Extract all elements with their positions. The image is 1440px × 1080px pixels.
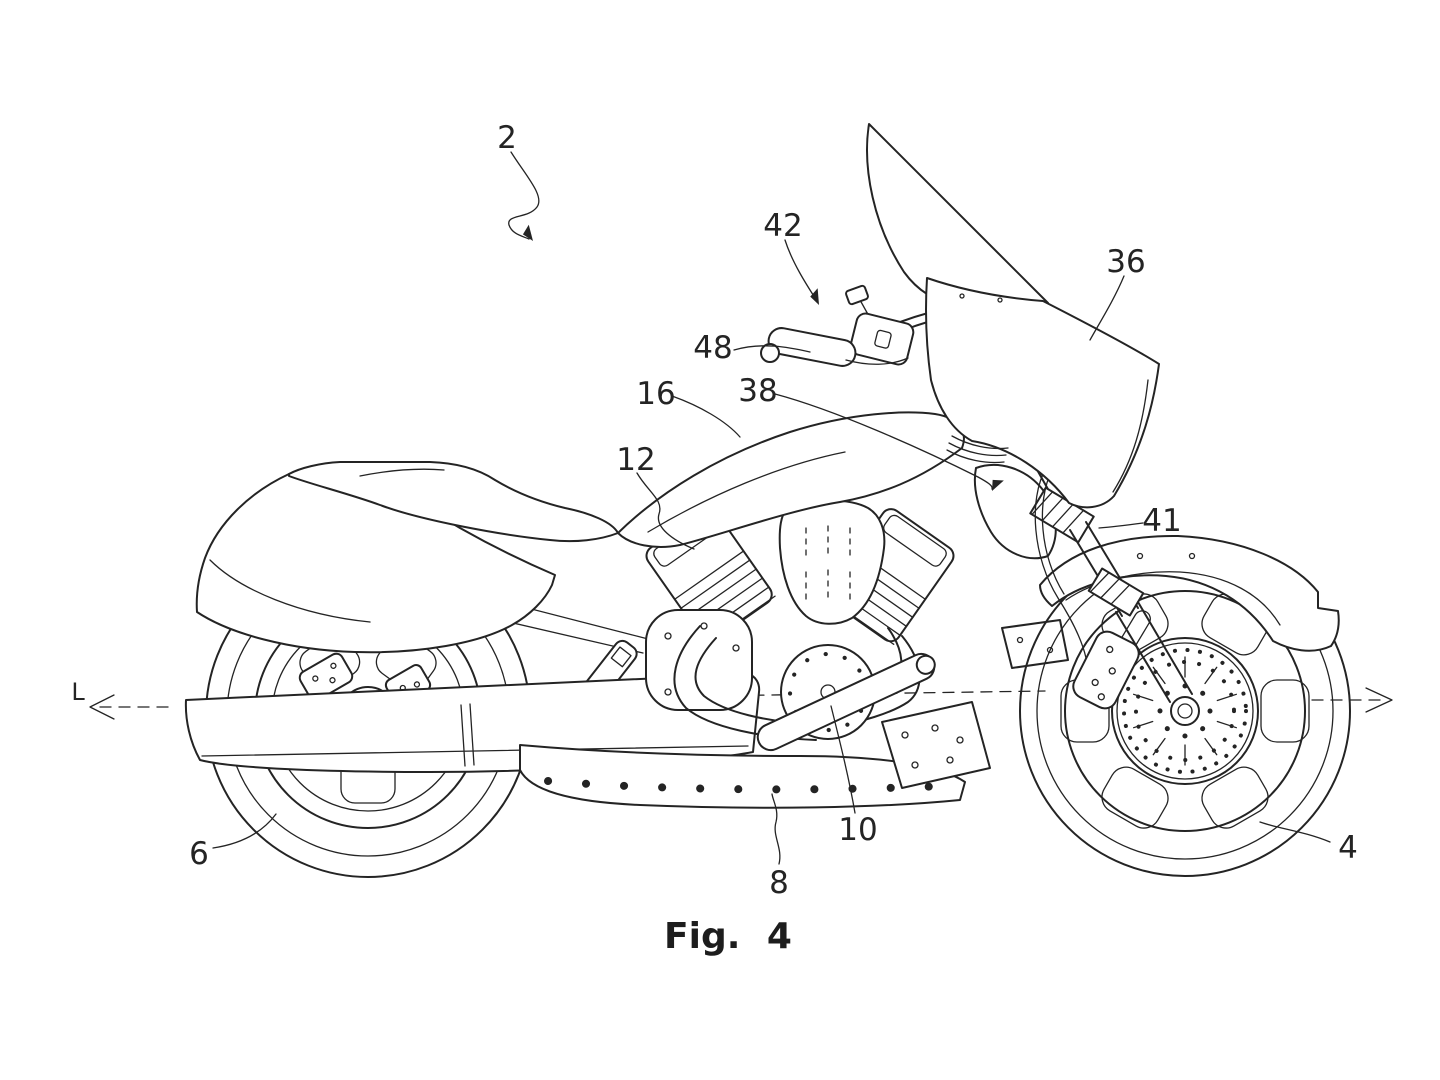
callout-36: 36 bbox=[1106, 244, 1145, 280]
callout-6: 6 bbox=[189, 836, 209, 872]
windshield bbox=[866, 123, 1049, 304]
fuel-tank bbox=[617, 411, 965, 548]
brake-caliper bbox=[1072, 630, 1140, 710]
oil-pan bbox=[519, 744, 966, 809]
brake-rotor bbox=[1111, 637, 1259, 785]
front-wheel bbox=[1019, 545, 1351, 877]
hand-grip bbox=[767, 327, 857, 367]
muffler bbox=[184, 673, 761, 773]
fairing bbox=[925, 277, 1160, 509]
handlebar bbox=[760, 284, 943, 367]
brake-lever bbox=[845, 357, 909, 365]
primary-cover bbox=[645, 609, 753, 711]
callout-42: 42 bbox=[763, 208, 802, 244]
callout-38: 38 bbox=[738, 373, 777, 409]
floorboard bbox=[756, 652, 936, 752]
callout-2: 2 bbox=[497, 120, 517, 156]
seat bbox=[288, 461, 619, 543]
callout-labels: 2 42 48 36 16 38 12 41 6 10 8 4 bbox=[189, 120, 1358, 901]
callout-4: 4 bbox=[1338, 830, 1358, 866]
front-fork bbox=[1017, 427, 1193, 710]
figure-label: Fig. 4 bbox=[664, 916, 792, 957]
rear-brake-plate bbox=[298, 652, 354, 702]
intake-cover bbox=[778, 499, 886, 625]
callout-16: 16 bbox=[636, 376, 675, 412]
callout-10: 10 bbox=[838, 812, 877, 848]
callout-48: 48 bbox=[693, 330, 732, 366]
callout-8: 8 bbox=[769, 865, 789, 901]
mirror-mount bbox=[845, 284, 869, 306]
callout-12: 12 bbox=[616, 442, 655, 478]
axis-arrows: L bbox=[71, 678, 1393, 720]
switch-housing bbox=[849, 312, 915, 366]
callout-leaders bbox=[212, 151, 1331, 865]
axis-letter: L bbox=[71, 678, 85, 706]
brake-hose bbox=[1034, 467, 1087, 659]
engine bbox=[645, 499, 991, 789]
callout-41: 41 bbox=[1142, 503, 1181, 539]
engine-bracket bbox=[881, 701, 991, 789]
